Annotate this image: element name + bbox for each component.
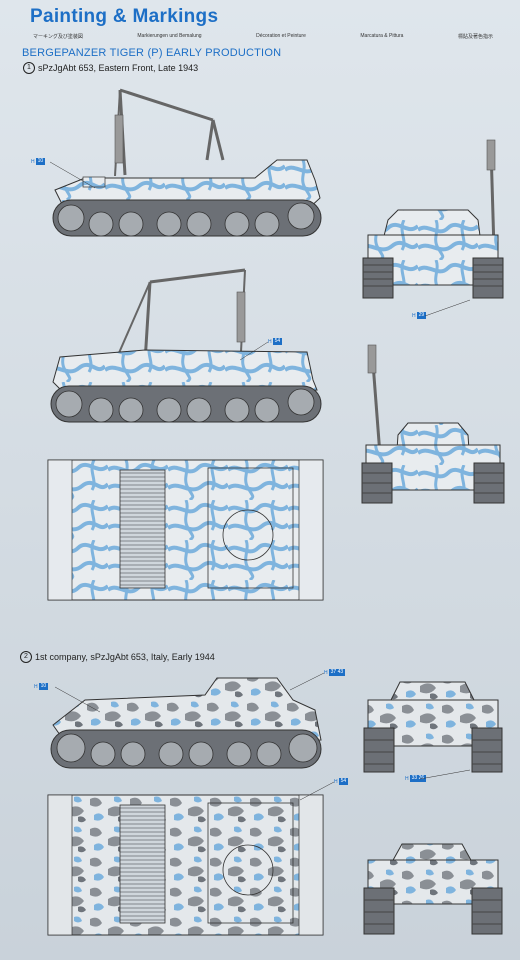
tracks: [50, 729, 322, 769]
scheme-caption: sPzJgAbt 653, Eastern Front, Late 1943: [38, 63, 199, 73]
right-track: [471, 727, 503, 773]
front-view-2: [363, 681, 503, 773]
scheme-2-caption: 2 1st company, sPzJgAbt 653, Italy, Earl…: [20, 651, 215, 663]
top-view-2: [47, 794, 324, 936]
language-subtitles: マーキング及び塗装図 Markierungen und Bemalung Déc…: [33, 33, 493, 40]
side-view-2: [50, 268, 322, 423]
road-wheels: [56, 733, 318, 767]
scheme-caption: 1st company, sPzJgAbt 653, Italy, Early …: [35, 652, 215, 662]
tracks: [50, 385, 322, 423]
rear-view-1: [361, 344, 505, 504]
rear-view-2: [363, 843, 503, 935]
subtitle-chinese: 標貼及著色指示: [457, 34, 493, 40]
engine-grill: [119, 469, 166, 589]
road-wheels: [55, 388, 315, 423]
model-title: BERGEPANZER TIGER (P) EARLY PRODUCTION: [22, 47, 282, 59]
hatch: [222, 509, 274, 561]
front-view-1: [362, 139, 504, 299]
engine-grill: [119, 804, 166, 924]
side-view-1: [52, 88, 322, 237]
side-view-3: [50, 677, 322, 769]
hull-top: [47, 794, 324, 936]
hull-top: [47, 459, 324, 601]
scheme-1-caption: 1 sPzJgAbt 653, Eastern Front, Late 1943: [23, 62, 198, 74]
scheme-number: 1: [23, 62, 35, 74]
subtitle-french: Décoration et Peinture: [256, 33, 306, 39]
road-wheels: [57, 202, 315, 237]
crane-boom: [119, 88, 214, 122]
subtitle-japanese: マーキング及び塗装図: [33, 34, 83, 40]
left-track: [363, 727, 395, 773]
left-track: [363, 887, 395, 935]
top-view-1: [47, 459, 324, 601]
scheme-number: 2: [20, 651, 32, 663]
hatch: [222, 844, 274, 896]
right-track: [471, 887, 503, 935]
subtitle-italian: Marcatura & Pittura: [360, 33, 404, 39]
subtitle-german: Markierungen und Bemalung: [137, 33, 202, 39]
crane-boom: [149, 268, 246, 284]
page-title: Painting & Markings: [30, 6, 219, 27]
